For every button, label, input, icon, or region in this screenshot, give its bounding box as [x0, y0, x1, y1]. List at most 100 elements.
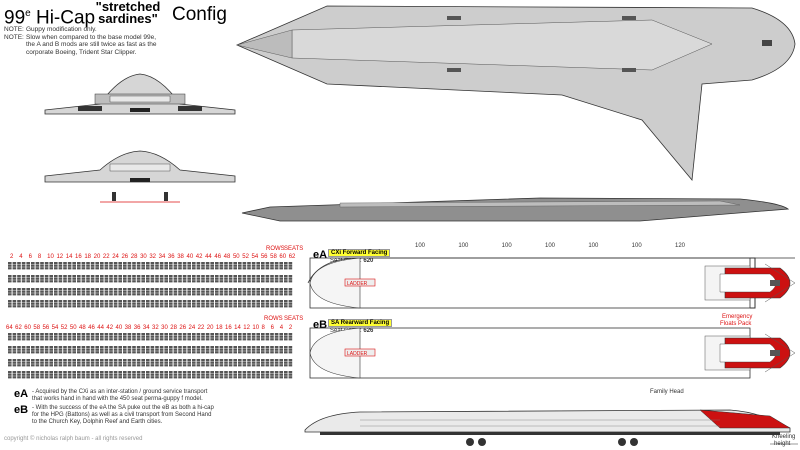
seat: [196, 277, 201, 280]
seat: [146, 364, 150, 367]
seat: [123, 335, 127, 338]
seat: [159, 262, 164, 265]
seat: [26, 373, 30, 376]
seat: [72, 359, 76, 362]
seat: [187, 277, 191, 280]
seat: [187, 359, 191, 362]
seat: [150, 267, 155, 270]
seat: [127, 262, 132, 265]
seat: [247, 290, 251, 293]
seat: [141, 288, 145, 291]
seat: [17, 277, 21, 280]
row-number: 14: [65, 254, 73, 260]
seat: [44, 277, 49, 280]
seat: [173, 371, 178, 374]
seat: [54, 264, 58, 267]
row-number: 48: [79, 325, 86, 331]
seat: [155, 333, 159, 336]
seat: [104, 359, 109, 362]
seat: [26, 300, 30, 303]
seat: [192, 288, 196, 291]
seat: [256, 351, 260, 354]
seat: [90, 361, 95, 364]
seat: [173, 351, 178, 354]
seat: [8, 302, 12, 305]
seat: [72, 376, 76, 379]
seat: [224, 300, 228, 303]
row-number: 50: [69, 325, 77, 331]
seat: [58, 346, 63, 349]
seat: [90, 275, 95, 278]
seat: [141, 333, 145, 336]
seat: [288, 300, 293, 303]
seat: [196, 300, 201, 303]
seat: [12, 361, 17, 364]
seat: [178, 305, 182, 308]
seat: [95, 290, 99, 293]
seat: [77, 277, 81, 280]
seat: [77, 371, 81, 374]
seat: [100, 288, 104, 291]
row-number: 8: [261, 325, 265, 331]
seat: [77, 280, 81, 283]
seat: [95, 275, 99, 278]
seat: [63, 305, 67, 308]
seat: [270, 264, 274, 267]
seat: [90, 333, 95, 336]
seat: [49, 373, 53, 376]
seat: [127, 351, 132, 354]
seat: [284, 290, 288, 293]
seat: [242, 333, 247, 336]
seat: [72, 361, 76, 364]
seat: [219, 300, 224, 303]
seat: [182, 267, 187, 270]
seat: [150, 346, 155, 349]
seat: [224, 302, 228, 305]
seat: [238, 264, 242, 267]
seat: [44, 348, 49, 351]
seat: [219, 264, 224, 267]
seat: [104, 277, 109, 280]
row-number: 6: [270, 325, 274, 331]
seat: [54, 305, 58, 308]
seat: [49, 305, 53, 308]
seat: [182, 264, 187, 267]
seat: [228, 373, 233, 376]
seat: [109, 302, 113, 305]
seat: [228, 290, 233, 293]
seat: [251, 348, 256, 351]
seat: [164, 364, 168, 367]
seat: [123, 262, 127, 265]
seat: [58, 333, 63, 336]
seat: [155, 293, 159, 296]
seat: [123, 351, 127, 354]
seat: [67, 373, 72, 376]
seat: [182, 371, 187, 374]
seat: [182, 293, 187, 296]
seat: [210, 288, 214, 291]
seat: [123, 361, 127, 364]
seat: [17, 348, 21, 351]
seat: [21, 280, 26, 283]
seat: [141, 364, 145, 367]
seat: [274, 290, 279, 293]
seat: [178, 361, 182, 364]
seat: [136, 293, 141, 296]
seat: [261, 277, 265, 280]
seat: [49, 364, 53, 367]
seat: [159, 361, 164, 364]
seat: [279, 373, 283, 376]
seat: [100, 348, 104, 351]
seat: [100, 290, 104, 293]
seat: [274, 346, 279, 349]
seat: [35, 335, 40, 338]
seat: [146, 346, 150, 349]
seat: [123, 264, 127, 267]
seat: [256, 373, 260, 376]
seat: [12, 302, 17, 305]
seat: [233, 277, 237, 280]
seat: [284, 371, 288, 374]
seat: [35, 361, 40, 364]
seat: [118, 376, 122, 379]
seat: [146, 275, 150, 278]
